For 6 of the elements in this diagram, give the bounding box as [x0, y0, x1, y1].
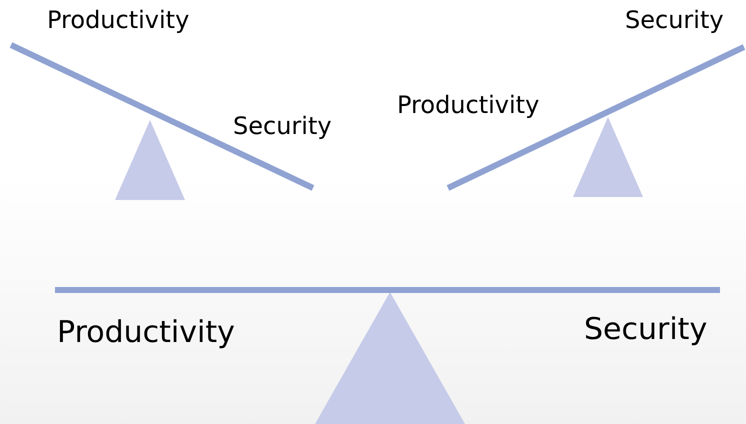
seesaw-label: Security [584, 315, 708, 345]
seesaw-label: Productivity [57, 318, 235, 348]
seesaw-label: Productivity [47, 8, 190, 32]
seesaw-label: Security [233, 114, 332, 138]
seesaw-label: Security [625, 8, 724, 32]
seesaw-label: Productivity [397, 93, 540, 117]
